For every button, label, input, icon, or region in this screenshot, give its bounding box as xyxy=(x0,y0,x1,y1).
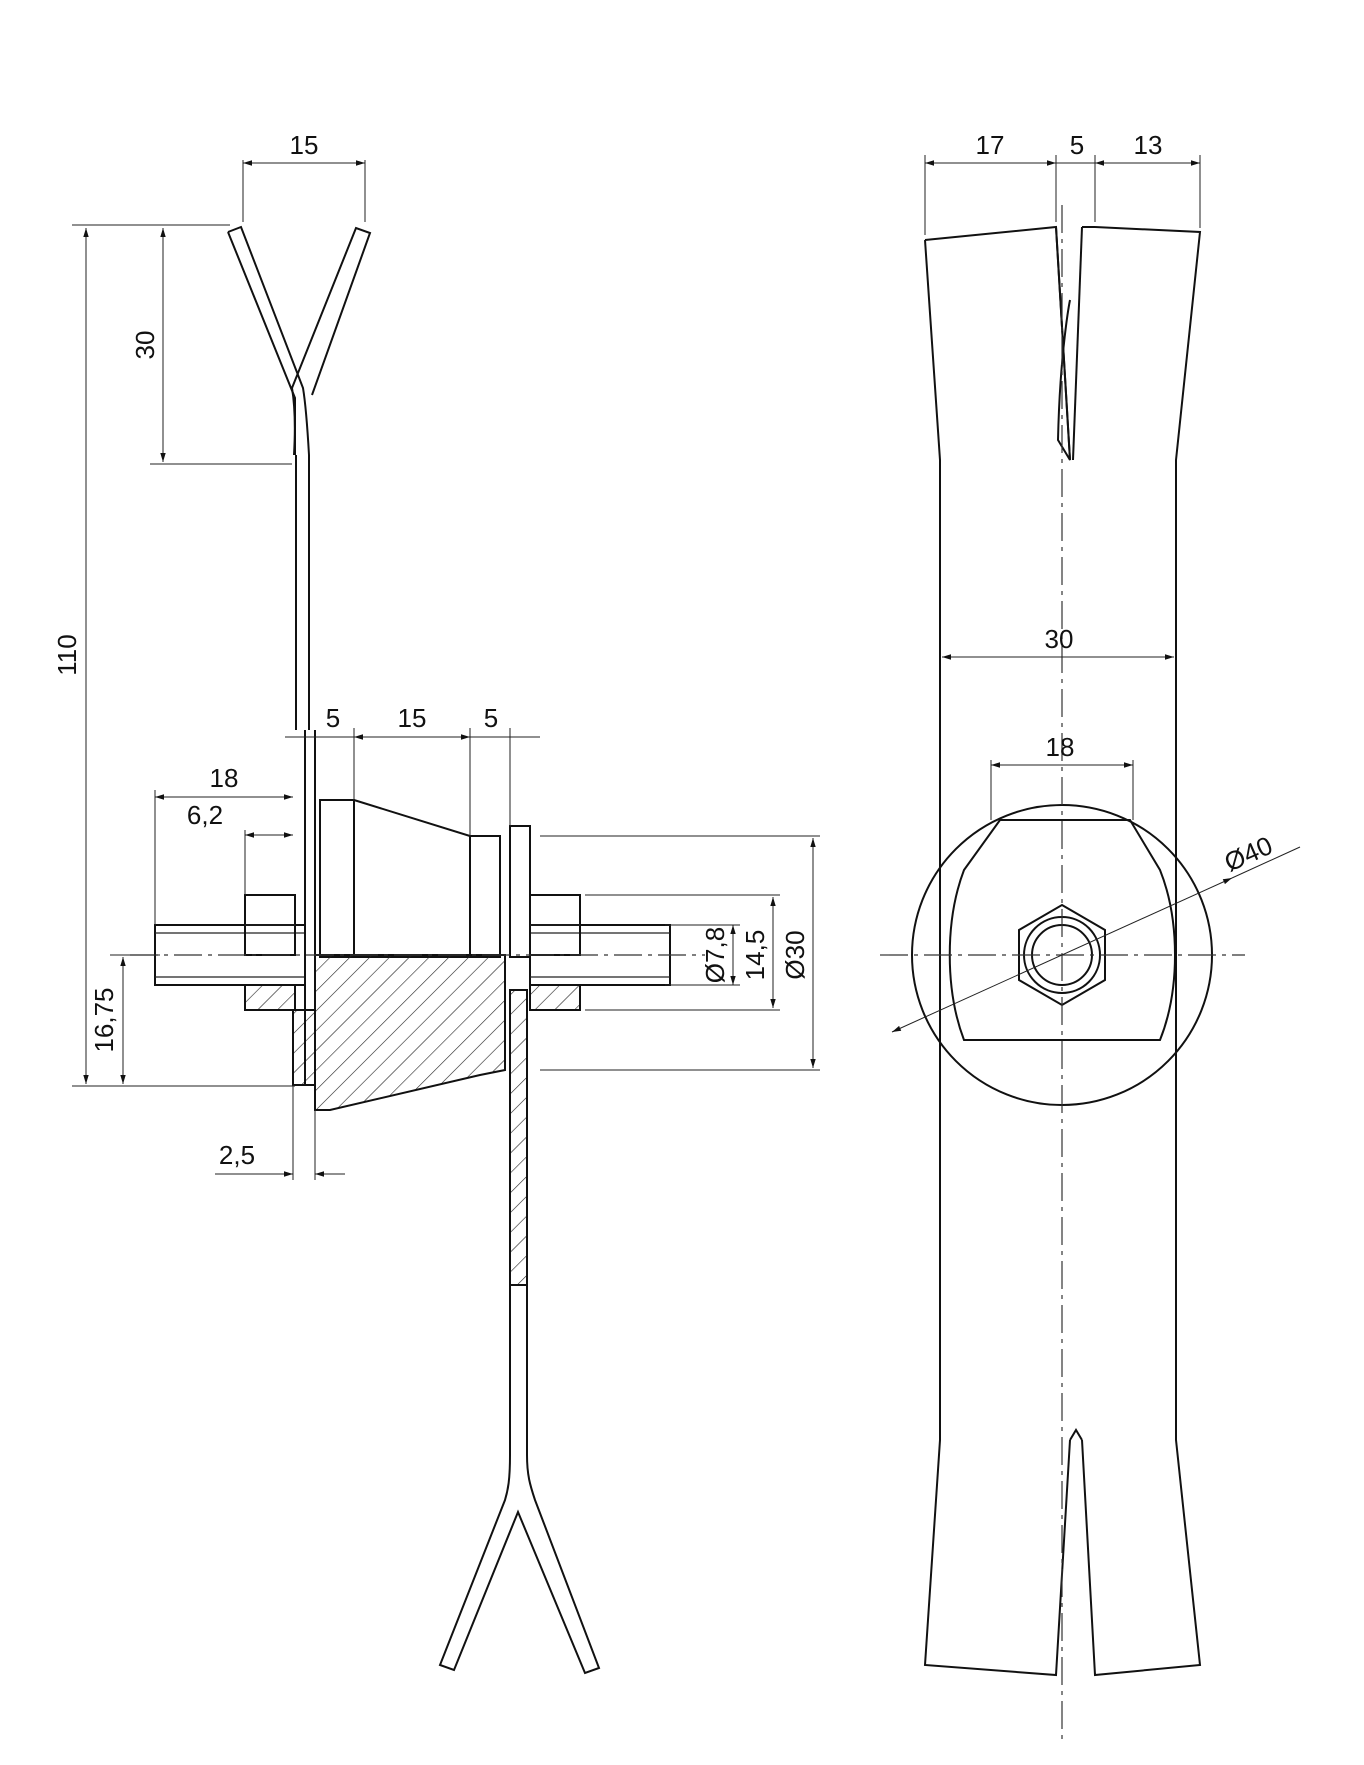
dim-seg-b: 15 xyxy=(354,703,470,740)
dim-flange-dia-label: Ø30 xyxy=(780,930,810,979)
dim-fork-depth-label: 30 xyxy=(130,331,160,360)
dim-slot-gap-label: 5 xyxy=(1070,130,1084,160)
upper-fork xyxy=(227,225,372,730)
dim-slot-gap: 5 xyxy=(1056,130,1095,164)
dim-window-width: 18 xyxy=(991,732,1133,768)
dim-seg-a: 5 xyxy=(285,703,354,738)
dim-flange-dia: Ø30 xyxy=(780,838,816,1068)
dim-fork-width-label: 15 xyxy=(290,130,319,160)
side-view: 15 30 110 5 15 5 18 6,2 xyxy=(52,130,820,1675)
dim-total-length-label: 110 xyxy=(52,634,82,675)
lower-fork xyxy=(438,1285,601,1675)
dim-fork-width: 15 xyxy=(243,130,365,166)
dim-axis-height: 16,75 xyxy=(89,957,126,1084)
dim-body-width-label: 30 xyxy=(1045,624,1074,654)
dim-left-leg-label: 17 xyxy=(976,130,1005,160)
dim-stud-length: 18 xyxy=(155,763,293,800)
dim-total-length: 110 xyxy=(52,228,89,1084)
dim-nut-width: 6,2 xyxy=(187,800,293,838)
dim-seg-b-label: 15 xyxy=(398,703,427,733)
dim-seg-c: 5 xyxy=(470,703,540,738)
dim-bore-dia: Ø7,8 xyxy=(700,925,736,985)
dim-seg-c-label: 5 xyxy=(484,703,498,733)
dim-nut-height: 14,5 xyxy=(740,897,776,1008)
dim-right-leg-label: 13 xyxy=(1134,130,1163,160)
dim-plate-thickness-label: 2,5 xyxy=(219,1140,255,1170)
side-extension-lines xyxy=(72,160,820,1180)
dim-fork-depth: 30 xyxy=(130,228,166,462)
dim-axis-height-label: 16,75 xyxy=(89,987,119,1052)
dim-plate-thickness: 2,5 xyxy=(215,1140,345,1177)
dim-bore-dia-label: Ø7,8 xyxy=(700,927,730,983)
dim-left-leg: 17 xyxy=(925,130,1056,166)
front-view: 17 5 13 30 18 Ø40 xyxy=(880,130,1301,1745)
dim-nut-width-label: 6,2 xyxy=(187,800,223,830)
front-body xyxy=(923,225,1202,1677)
dim-body-width: 30 xyxy=(942,624,1174,660)
dim-nut-height-label: 14,5 xyxy=(740,930,770,981)
hub-body xyxy=(154,730,671,1286)
dim-stud-length-label: 18 xyxy=(210,763,239,793)
dim-window-width-label: 18 xyxy=(1046,732,1075,762)
dim-seg-a-label: 5 xyxy=(326,703,340,733)
front-extension-lines xyxy=(924,155,1201,820)
dim-right-leg: 13 xyxy=(1095,130,1200,166)
